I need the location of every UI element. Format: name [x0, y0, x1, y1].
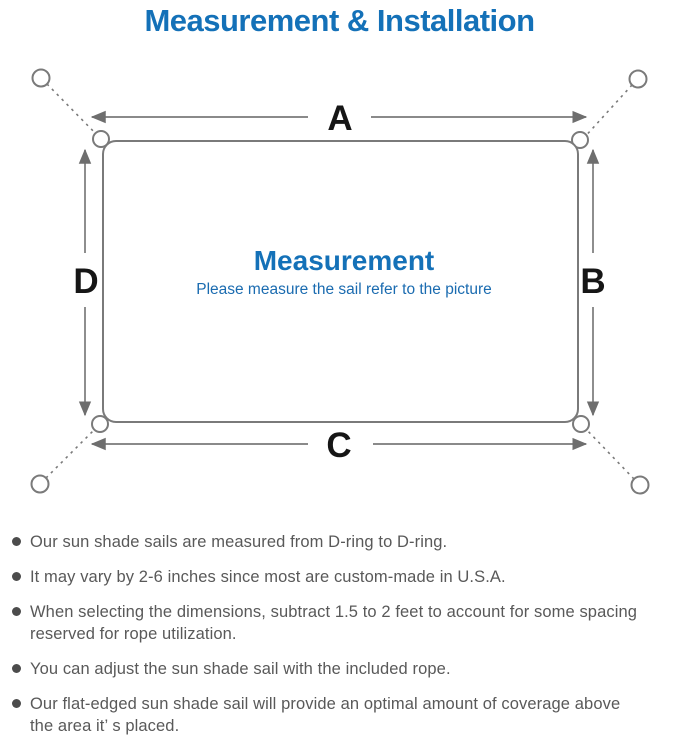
d-ring-top-right [571, 131, 589, 149]
guy-line-bottom-right [583, 426, 635, 480]
corner-guy-lines [45, 83, 635, 480]
d-ring-bottom-left [91, 415, 109, 433]
bullet-text: Our flat-edged sun shade sail will provi… [30, 695, 621, 735]
d-ring-bottom-right [572, 415, 590, 433]
list-item: Our sun shade sails are measured from D-… [12, 531, 675, 553]
bullet-dot [12, 537, 21, 546]
list-item: You can adjust the sun shade sail with t… [12, 658, 675, 680]
bullet-dot [12, 572, 21, 581]
page-title: Measurement & Installation [144, 3, 535, 38]
guy-line-bottom-left [45, 424, 100, 479]
bullet-text: You can adjust the sun shade sail with t… [30, 660, 451, 678]
dim-label-c: C [326, 426, 351, 465]
anchor-circle-bottom-right [630, 475, 650, 495]
bullet-text: When selecting the dimensions, subtract … [30, 603, 638, 643]
sail-outline [102, 140, 579, 423]
bullet-dot [12, 607, 21, 616]
instruction-list: Our sun shade sails are measured from D-… [0, 531, 679, 739]
diagram-center-title: Measurement [254, 245, 435, 276]
measurement-diagram: A B C D Measurement Please measure the s… [30, 68, 650, 495]
list-item: It may vary by 2-6 inches since most are… [12, 566, 675, 588]
list-item: When selecting the dimensions, subtract … [12, 601, 675, 645]
diagram-center-subtitle: Please measure the sail refer to the pic… [196, 281, 492, 298]
list-item: Our flat-edged sun shade sail will provi… [12, 693, 675, 737]
guy-line-top-left [46, 83, 101, 139]
d-ring-top-left [92, 130, 110, 148]
bullet-text: It may vary by 2-6 inches since most are… [30, 568, 506, 586]
bullet-dot [12, 699, 21, 708]
dim-label-a: A [327, 99, 352, 138]
d-rings [91, 130, 590, 433]
anchor-circle-bottom-left [30, 474, 50, 494]
bullet-text: Our sun shade sails are measured from D-… [30, 533, 448, 551]
bullet-dot [12, 664, 21, 673]
anchor-circle-top-right [628, 69, 648, 89]
dim-label-b: B [580, 262, 605, 301]
guy-line-top-right [581, 84, 633, 141]
anchor-circle-top-left [31, 68, 51, 88]
anchor-points [30, 68, 650, 495]
dim-label-d: D [73, 262, 98, 301]
